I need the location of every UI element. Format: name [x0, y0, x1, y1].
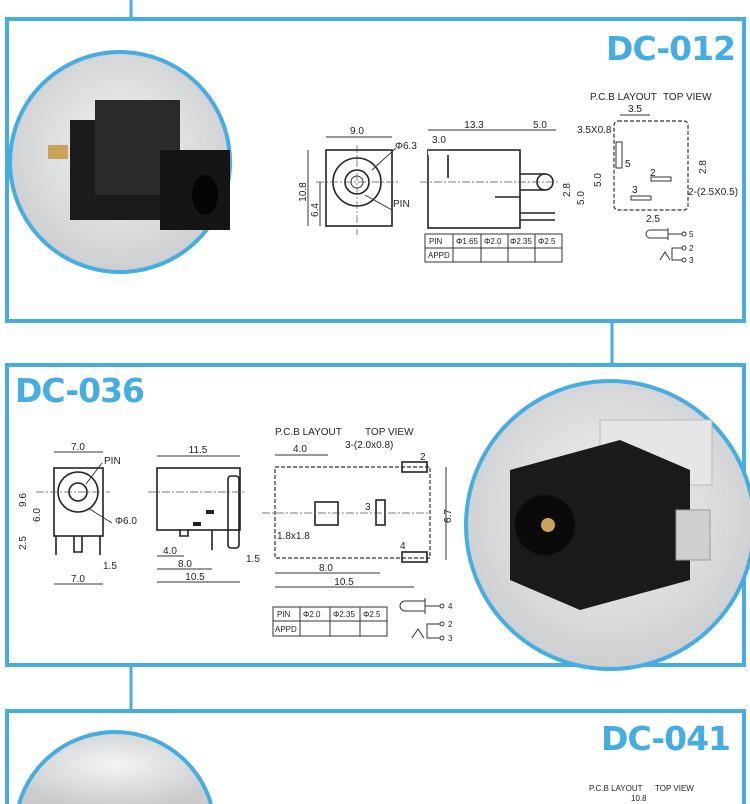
table-row-label: APPD: [428, 251, 450, 260]
model-title: DC-041: [601, 719, 730, 758]
table-header: PIN: [429, 237, 443, 246]
dim-label: 10.5: [334, 577, 354, 588]
panel-dc-036: DC-036 7.0 PIN 9.6 6.0 Φ6.0 2.5 1.5 7.0: [5, 363, 750, 671]
model-title: DC-012: [606, 29, 735, 68]
dim-label: 3.5X0.8: [577, 125, 612, 136]
dim-label: 2.8: [698, 160, 709, 174]
pin-number: 5: [689, 230, 694, 239]
dim-label: 1.5: [246, 554, 260, 565]
pin-table: PIN Φ1.65 Φ2.0 Φ2.35 Φ2.5 APPD: [424, 233, 563, 263]
dim-label: 8.0: [319, 563, 333, 574]
pcb-layout-label: P.C.B LAYOUT: [590, 92, 657, 103]
panel-dc-041: DC-041 P.C.B LAYOUT TOP VIEW 10.8: [5, 709, 746, 804]
dim-label: 3.0: [432, 135, 446, 146]
product-photo: [464, 379, 750, 671]
dim-label: 6.0: [32, 508, 43, 522]
front-view-drawing: 9.0 Φ6.3 10.8 6.4 PIN: [298, 126, 417, 235]
dim-label: 9.6: [18, 493, 29, 507]
pin-number: 4: [448, 602, 453, 611]
table-header: Φ2.5: [363, 610, 381, 619]
top-view-label: TOP VIEW: [365, 427, 414, 438]
dim-label: 7.0: [71, 574, 85, 585]
product-photo: [8, 50, 232, 274]
dim-label: 2: [420, 452, 426, 463]
dim-label: 6.7: [443, 509, 454, 523]
dim-label: PIN: [393, 199, 410, 210]
table-header: Φ2.0: [484, 237, 502, 246]
dim-label: 1.8x1.8: [277, 531, 310, 542]
pin-table: PIN Φ2.0 Φ2.35 Φ2.5 APPD: [272, 606, 388, 637]
dim-label: 3-(2.0x0.8): [345, 440, 393, 451]
dim-label: 4.0: [163, 546, 177, 557]
model-title: DC-036: [15, 371, 144, 410]
table-header: Φ2.35: [333, 610, 356, 619]
dim-label: 2.5: [646, 214, 660, 225]
dim-label: 5.0: [576, 191, 587, 205]
dim-label: 3.5: [628, 104, 642, 115]
pcb-layout-drawing: P.C.B LAYOUT TOP VIEW 3.5 3.5X0.8 5 2.8 …: [577, 92, 738, 225]
dim-label: 9.0: [350, 126, 364, 137]
dim-label: 3: [632, 185, 638, 196]
dim-label: 4: [400, 541, 406, 552]
dim-label: 5.0: [593, 173, 604, 187]
dim-label: 11.5: [189, 445, 208, 456]
dim-label: 2-(2.5X0.5): [688, 187, 738, 198]
table-header: Φ2.5: [538, 237, 556, 246]
dim-label: 10.5: [185, 572, 205, 583]
dim-label: 4.0: [293, 444, 307, 455]
front-view-drawing: 7.0 PIN 9.6 6.0 Φ6.0 2.5 1.5 7.0: [18, 442, 137, 585]
table-header: Φ2.35: [510, 237, 533, 246]
dim-label: 2: [650, 168, 656, 179]
dim-label: 6.4: [310, 203, 321, 217]
dim-label: 3: [365, 502, 371, 513]
pin-number: 3: [448, 634, 453, 643]
dim-label: 7.0: [71, 442, 85, 453]
dim-label: 5.0: [533, 120, 547, 131]
dim-label: PIN: [104, 456, 121, 467]
pin-schematic: 4 2 3: [399, 598, 453, 643]
dim-label: 10.8: [631, 794, 647, 803]
table-header: PIN: [277, 610, 291, 619]
side-view-drawing: 11.5 4.0 8.0 10.5 1.5: [148, 445, 260, 583]
dim-label: 8.0: [178, 559, 192, 570]
pcb-layout-label: P.C.B LAYOUT: [589, 784, 643, 793]
dim-label: 1.5: [103, 561, 117, 572]
pin-schematic: 5 2 3: [645, 228, 694, 265]
pcb-layout-label: P.C.B LAYOUT: [275, 427, 342, 438]
panel-dc-012: DC-012 9.0 Φ6.3 10.8 6.4 PIN: [5, 17, 746, 323]
table-header: Φ1.65: [456, 237, 479, 246]
pin-number: 3: [689, 256, 694, 265]
pin-number: 2: [448, 620, 453, 629]
pcb-layout-drawing: P.C.B LAYOUT TOP VIEW 4.0 3-(2.0x0.8) 2 …: [262, 427, 454, 588]
table-header: Φ2.0: [303, 610, 321, 619]
dim-label: 13.3: [464, 120, 484, 131]
dim-label: 2.8: [562, 183, 573, 197]
dim-label: 5: [625, 159, 631, 170]
dim-label: Φ6.3: [395, 141, 417, 152]
top-view-label: TOP VIEW: [663, 92, 712, 103]
pin-number: 2: [689, 244, 694, 253]
product-photo: [17, 730, 213, 804]
dim-label: Φ6.0: [115, 516, 137, 527]
dim-label: 2.5: [18, 536, 29, 550]
table-row-label: APPD: [275, 625, 297, 634]
top-view-label: TOP VIEW: [655, 784, 694, 793]
side-view-drawing: 13.3 5.0 3.0 2.8 5.0: [420, 120, 587, 229]
dim-label: 10.8: [298, 182, 309, 202]
